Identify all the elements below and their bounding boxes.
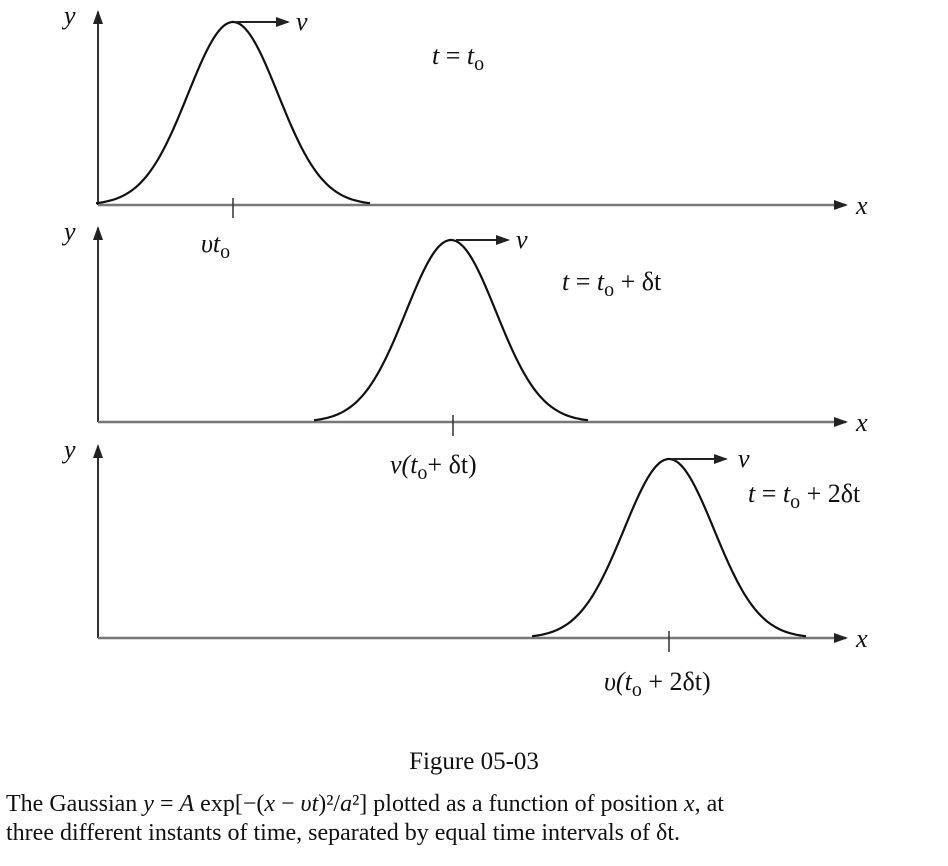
panel-2-time-label: t = to + δt (562, 267, 662, 301)
panel-2-x-label: x (855, 408, 868, 437)
panel-3-y-label: y (61, 435, 76, 464)
panel-3-x-label: x (855, 624, 868, 653)
panel-1-y-label: y (61, 1, 76, 30)
panel-2-y-label: y (61, 217, 76, 246)
panel-2: y x v t = to + δt v(to+ δt) (61, 217, 868, 484)
panel-1-position-label: υto (201, 229, 230, 263)
panel-1-velocity-label: v (296, 7, 308, 36)
panel-1-time-label: t = to (432, 41, 484, 75)
panel-1-gaussian-curve (95, 20, 371, 205)
panel-2-velocity-label: v (516, 225, 528, 254)
caption-line-2: three different instants of time, separa… (6, 820, 680, 846)
figure-number: Figure 05-03 (409, 748, 539, 775)
panel-2-position-label: v(to+ δt) (390, 450, 477, 484)
panel-2-gaussian-curve (313, 238, 589, 422)
gaussian-pulse-figure: y x v t = to υto y x v t = to + δt v(to+… (61, 1, 868, 701)
panel-3-gaussian-curve (531, 457, 807, 638)
caption-line-1: The Gaussian y = A exp[−(x − υt)²/a²] pl… (6, 791, 724, 817)
figure-caption: The Gaussian y = A exp[−(x − υt)²/a²] pl… (6, 790, 946, 848)
panel-1-x-label: x (855, 191, 868, 220)
panel-3: y x v t = to + 2δt υ(to + 2δt) (61, 435, 868, 701)
panel-3-position-label: υ(to + 2δt) (604, 667, 711, 701)
panel-3-time-label: t = to + 2δt (748, 479, 861, 513)
panel-3-velocity-label: v (738, 444, 750, 473)
panel-1: y x v t = to υto (61, 1, 868, 263)
